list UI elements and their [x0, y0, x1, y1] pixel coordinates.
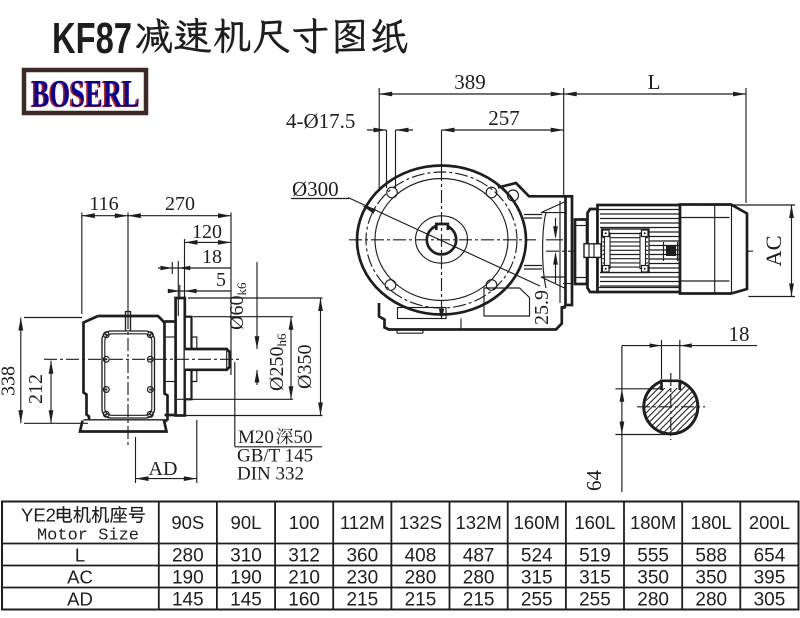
svg-text:654: 654: [754, 546, 786, 567]
svg-text:25.9: 25.9: [531, 290, 553, 325]
svg-text:408: 408: [405, 546, 437, 567]
svg-text:280: 280: [637, 590, 669, 611]
svg-text:GB/T 145: GB/T 145: [237, 446, 313, 467]
svg-text:215: 215: [405, 590, 437, 611]
svg-text:Motor Size: Motor Size: [37, 527, 139, 546]
svg-text:AD: AD: [149, 458, 178, 480]
svg-text:389: 389: [454, 70, 486, 94]
svg-text:215: 215: [463, 590, 495, 611]
svg-text:BOSERL: BOSERL: [32, 72, 140, 115]
svg-text:312: 312: [288, 546, 320, 567]
svg-text:145: 145: [172, 590, 204, 611]
svg-text:255: 255: [521, 590, 553, 611]
svg-text:215: 215: [346, 590, 378, 611]
svg-text:180L: 180L: [691, 512, 732, 533]
svg-text:5: 5: [216, 269, 226, 291]
svg-text:487: 487: [463, 546, 495, 567]
svg-text:230: 230: [346, 568, 378, 589]
svg-text:BOSERL: BOSERL: [30, 73, 138, 116]
svg-text:160M: 160M: [514, 512, 560, 533]
svg-text:257: 257: [488, 106, 520, 130]
svg-text:132S: 132S: [399, 512, 442, 533]
svg-text:M20: M20: [238, 427, 274, 448]
svg-text:280: 280: [695, 590, 727, 611]
svg-text:90S: 90S: [171, 512, 204, 533]
svg-text:190: 190: [172, 568, 204, 589]
svg-text:18: 18: [202, 246, 222, 268]
svg-text:315: 315: [579, 568, 611, 589]
svg-text:L: L: [75, 545, 85, 566]
svg-text:160: 160: [288, 590, 320, 611]
svg-text:180M: 180M: [630, 512, 676, 533]
svg-text:210: 210: [288, 568, 320, 589]
svg-text:AC: AC: [761, 235, 786, 266]
svg-text:120: 120: [192, 221, 222, 243]
svg-text:190: 190: [230, 568, 262, 589]
svg-text:350: 350: [637, 568, 669, 589]
svg-text:Ø350: Ø350: [294, 345, 316, 389]
svg-text:519: 519: [579, 546, 611, 567]
svg-text:50: 50: [294, 427, 313, 448]
svg-text:280: 280: [463, 568, 495, 589]
svg-text:64: 64: [582, 470, 606, 492]
svg-text:305: 305: [754, 590, 786, 611]
svg-text:395: 395: [754, 568, 786, 589]
svg-text:116: 116: [89, 193, 118, 215]
svg-text:L: L: [648, 70, 661, 94]
svg-text:555: 555: [637, 546, 669, 567]
svg-text:350: 350: [695, 568, 727, 589]
svg-text:Ø300: Ø300: [292, 177, 339, 201]
svg-text:145: 145: [230, 590, 262, 611]
svg-text:AC: AC: [67, 567, 93, 588]
svg-text:100: 100: [289, 512, 320, 533]
svg-text:4-Ø17.5: 4-Ø17.5: [286, 109, 355, 133]
svg-text:315: 315: [521, 568, 553, 589]
svg-text:212: 212: [25, 374, 47, 404]
svg-text:255: 255: [579, 590, 611, 611]
svg-text:280: 280: [172, 546, 204, 567]
svg-text:200L: 200L: [749, 512, 790, 533]
svg-text:18: 18: [729, 322, 750, 346]
svg-text:AD: AD: [67, 589, 93, 610]
svg-text:Ø250h6: Ø250h6: [266, 333, 289, 391]
svg-text:360: 360: [346, 546, 378, 567]
svg-text:112M: 112M: [340, 512, 385, 533]
svg-text:KF87: KF87: [52, 14, 132, 63]
svg-text:160L: 160L: [574, 512, 615, 533]
svg-text:270: 270: [165, 193, 195, 215]
svg-text:DIN 332: DIN 332: [237, 464, 304, 485]
svg-text:338: 338: [0, 366, 20, 396]
svg-text:90L: 90L: [231, 512, 262, 533]
svg-text:132M: 132M: [455, 512, 501, 533]
svg-text:588: 588: [695, 546, 727, 567]
svg-text:YE2: YE2: [21, 505, 56, 526]
svg-text:280: 280: [405, 568, 437, 589]
svg-text:524: 524: [521, 546, 553, 567]
svg-text:310: 310: [230, 546, 262, 567]
